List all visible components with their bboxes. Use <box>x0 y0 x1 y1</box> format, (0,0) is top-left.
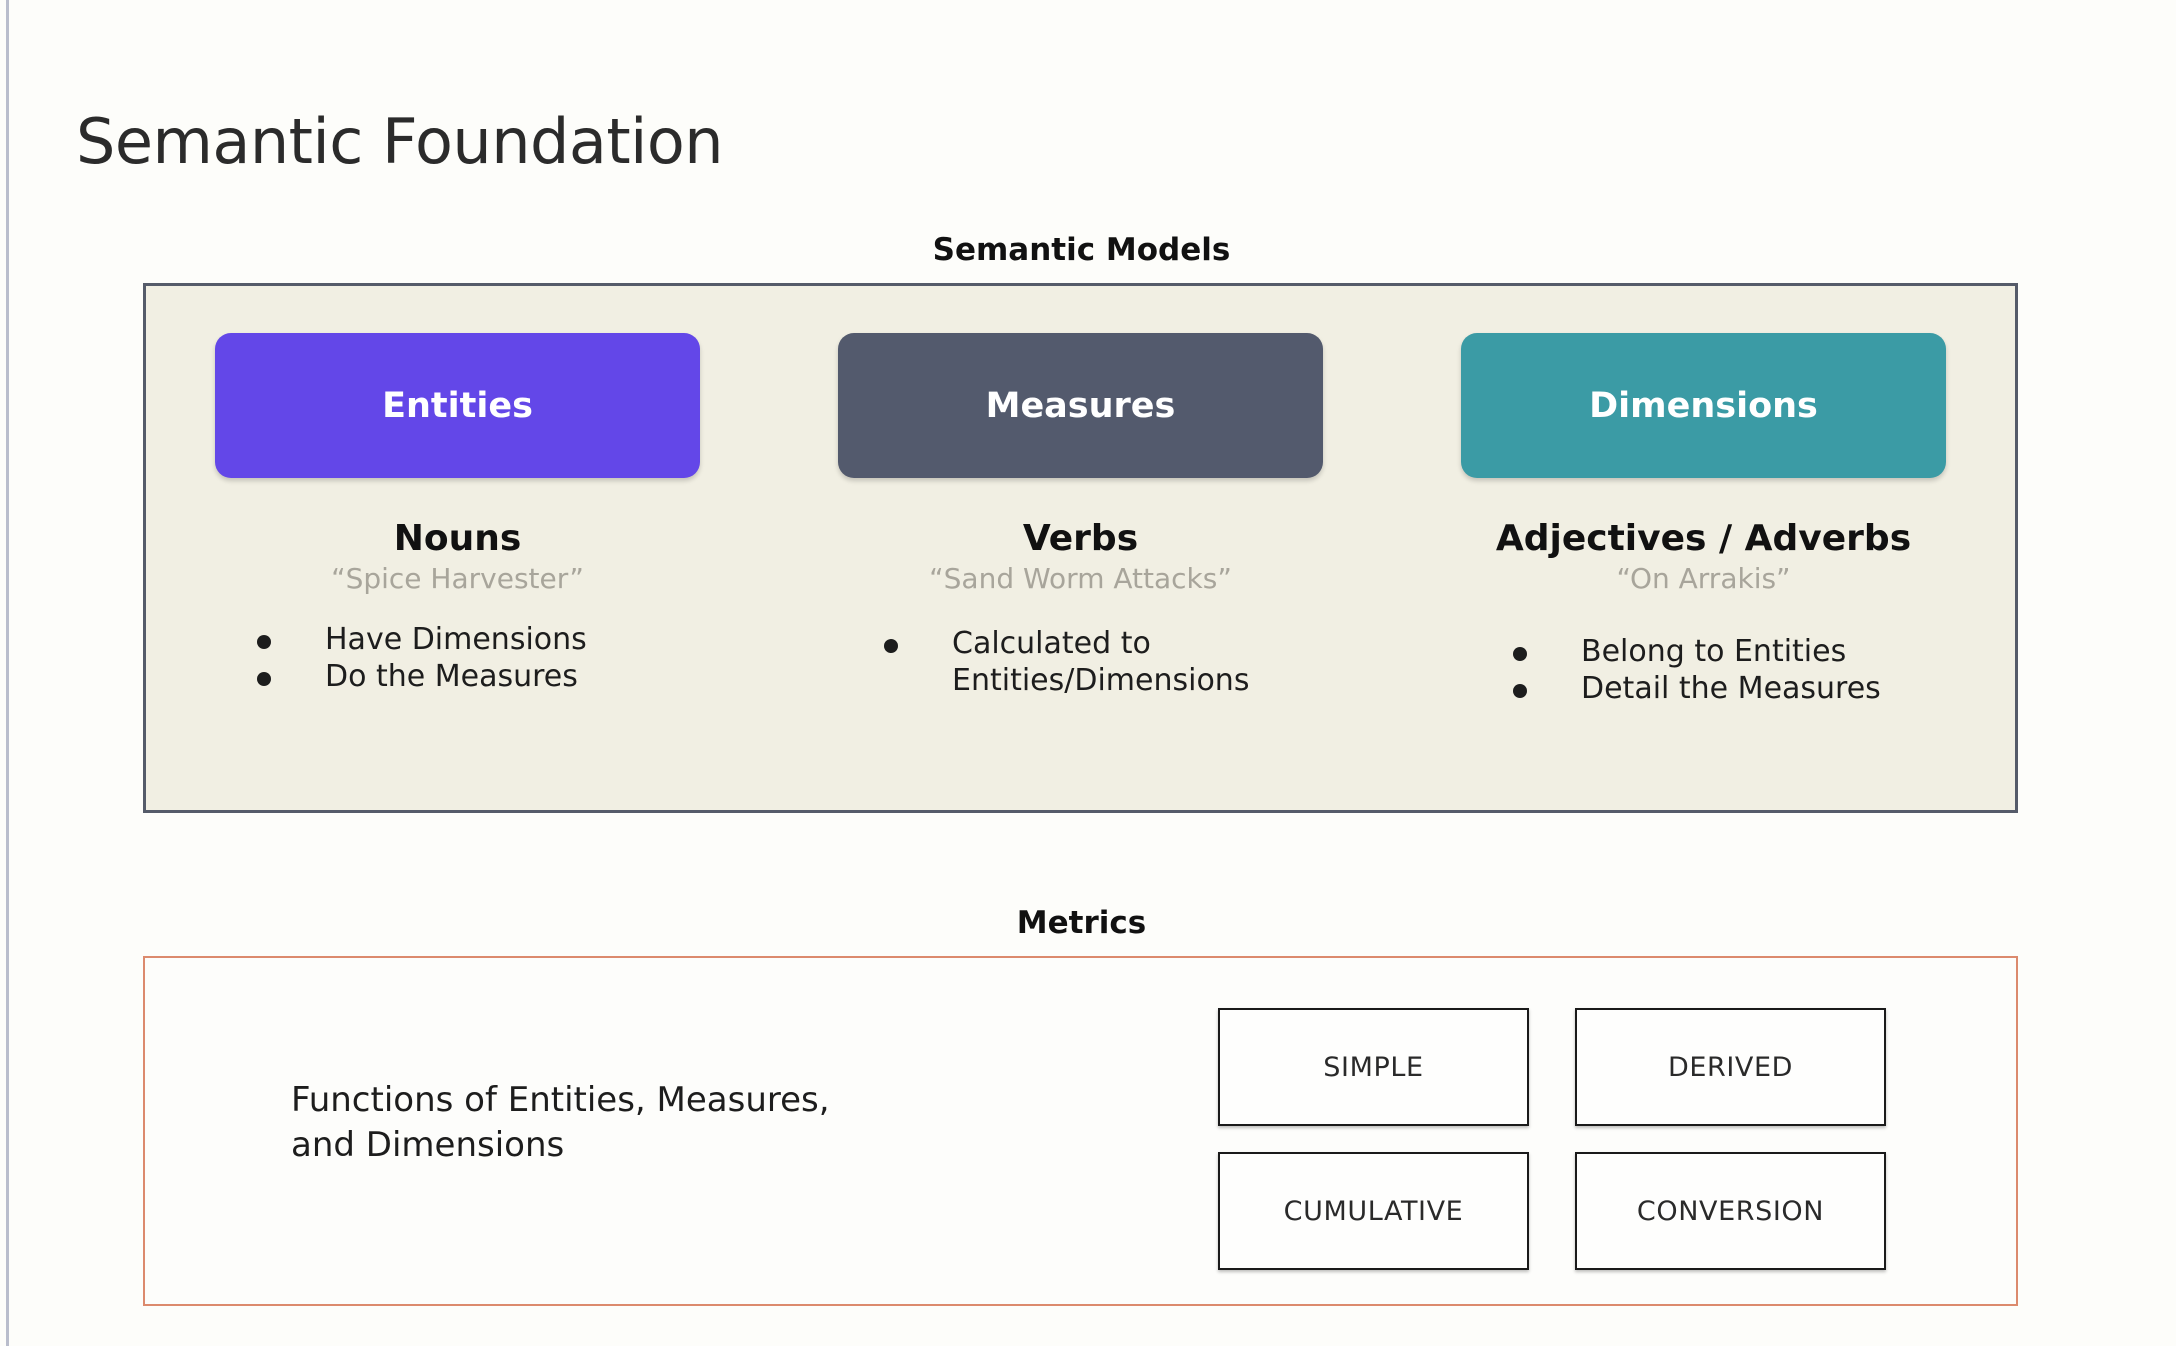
bullet-dot-icon <box>257 671 271 686</box>
semantic-model-column-entities: Entities Nouns “Spice Harvester” Have Di… <box>146 286 769 810</box>
list-item: Belong to Entities <box>1513 633 1846 670</box>
metric-type-cumulative[interactable]: CUMULATIVE <box>1218 1152 1529 1270</box>
list-item: Calculated to Entities/Dimensions <box>884 625 1249 699</box>
semantic-models-columns: Entities Nouns “Spice Harvester” Have Di… <box>146 286 2015 810</box>
semantic-models-panel: Entities Nouns “Spice Harvester” Have Di… <box>143 283 2018 813</box>
measures-card[interactable]: Measures <box>838 333 1323 478</box>
dimensions-card[interactable]: Dimensions <box>1461 333 1946 478</box>
bullet-dot-icon <box>257 634 271 649</box>
bullet-dot-icon <box>1513 646 1527 661</box>
list-item: Do the Measures <box>257 658 578 695</box>
entities-card[interactable]: Entities <box>215 333 700 478</box>
list-item-label: Detail the Measures <box>1581 670 1881 706</box>
metric-type-derived[interactable]: DERIVED <box>1575 1008 1886 1126</box>
metric-type-simple[interactable]: SIMPLE <box>1218 1008 1529 1126</box>
dimensions-bullet-list: Belong to Entities Detail the Measures <box>1271 633 2136 707</box>
list-item-label: Calculated to Entities/Dimensions <box>952 625 1250 698</box>
measures-part-of-speech: Verbs <box>1022 518 1139 559</box>
semantic-model-column-measures: Measures Verbs “Sand Worm Attacks” Calcu… <box>769 286 1392 810</box>
metrics-caption: Metrics <box>1016 905 1147 941</box>
list-item-label: Belong to Entities <box>1581 633 1847 669</box>
bullet-dot-icon <box>884 638 898 653</box>
metric-type-grid: SIMPLE DERIVED CUMULATIVE CONVERSION <box>1218 1008 1886 1270</box>
measures-example: “Sand Worm Attacks” <box>929 561 1232 595</box>
bullet-dot-icon <box>1513 683 1527 698</box>
entities-bullet-list: Have Dimensions Do the Measures <box>35 621 880 695</box>
measures-bullet-list: Calculated to Entities/Dimensions <box>654 625 1507 699</box>
left-edge-rule <box>6 0 9 1346</box>
metrics-panel: Functions of Entities, Measures, and Dim… <box>143 956 2018 1306</box>
entities-example: “Spice Harvester” <box>331 561 584 595</box>
list-item: Have Dimensions <box>257 621 587 658</box>
metric-type-conversion[interactable]: CONVERSION <box>1575 1152 1886 1270</box>
semantic-models-caption: Semantic Models <box>932 232 1231 268</box>
dimensions-example: “On Arrakis” <box>1616 561 1791 595</box>
list-item-label: Do the Measures <box>325 658 578 694</box>
entities-part-of-speech: Nouns <box>393 518 522 559</box>
dimensions-part-of-speech: Adjectives / Adverbs <box>1495 518 1912 559</box>
semantic-model-column-dimensions: Dimensions Adjectives / Adverbs “On Arra… <box>1392 286 2015 810</box>
list-item: Detail the Measures <box>1513 670 1881 707</box>
page-title: Semantic Foundation <box>76 104 724 178</box>
list-item-label: Have Dimensions <box>325 621 587 657</box>
metrics-description: Functions of Entities, Measures, and Dim… <box>291 1080 830 1165</box>
